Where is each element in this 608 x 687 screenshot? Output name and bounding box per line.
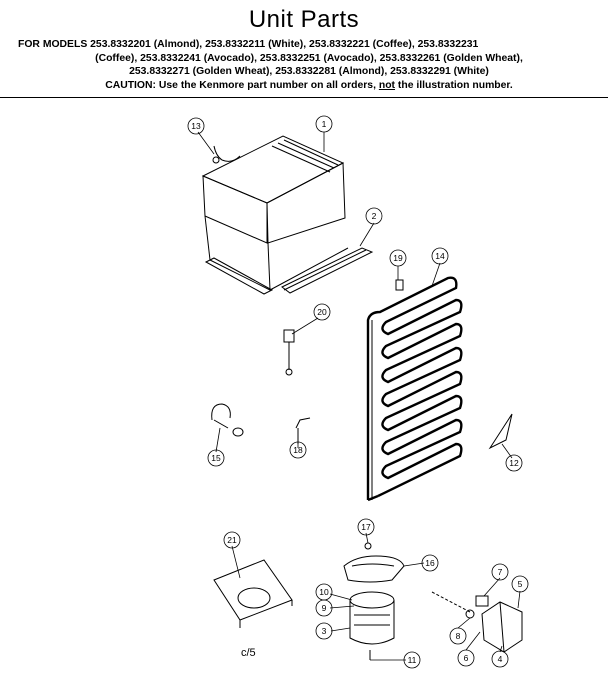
header-rule [0, 97, 608, 98]
callout-1: 1 [322, 119, 327, 129]
callout-16: 16 [425, 558, 435, 568]
callout-6: 6 [464, 653, 469, 663]
callout-17: 17 [361, 522, 371, 532]
callout-21: 21 [227, 535, 237, 545]
callouts [187, 115, 529, 669]
callout-9: 9 [322, 603, 327, 613]
callout-14: 14 [435, 251, 445, 261]
page-title: Unit Parts [248, 6, 360, 33]
relay-assembly [431, 591, 523, 653]
part-15-harness [211, 403, 244, 437]
callout-15: 15 [211, 453, 221, 463]
callout-19: 19 [393, 253, 403, 263]
page-mark: c/5 [241, 647, 256, 659]
callout-7: 7 [498, 567, 503, 577]
callout-5: 5 [518, 579, 523, 589]
callout-11: 11 [408, 655, 417, 665]
models-line-1: FOR MODELS 253.8332201 (Almond), 253.833… [18, 39, 479, 50]
part-20-thermostat [283, 329, 295, 376]
caution-note: CAUTION: Use the Kenmore part number on … [105, 79, 513, 91]
part-14-evaporator-coil [366, 276, 463, 502]
header: Unit Parts FOR MODELS 253.8332201 (Almon… [0, 0, 608, 100]
part-13-wire [212, 145, 241, 164]
part-2-trim-strip [281, 247, 374, 294]
part-18-connector [295, 417, 311, 444]
callout-13: 13 [191, 121, 201, 131]
callout-4: 4 [498, 654, 503, 664]
callout-3: 3 [322, 626, 327, 636]
part-1-liner [201, 135, 349, 295]
callout-20: 20 [317, 307, 327, 317]
part-17-grommet [364, 542, 372, 550]
models-line-3: 253.8332271 (Golden Wheat), 253.8332281 … [129, 66, 489, 78]
callout-18: 18 [293, 445, 303, 455]
part-19-clip [395, 279, 404, 291]
part-21-bracket [213, 559, 293, 628]
part-16-mount [343, 555, 405, 583]
models-line-2: (Coffee), 253.8332241 (Avocado), 253.833… [95, 52, 523, 64]
callout-2: 2 [372, 211, 377, 221]
callout-8: 8 [456, 631, 461, 641]
callout-10: 10 [319, 587, 329, 597]
callout-12: 12 [509, 458, 519, 468]
compressor [349, 591, 395, 660]
model-list: FOR MODELS 253.8332201 (Almond), 253.833… [18, 38, 600, 92]
part-12-probe [488, 413, 513, 450]
